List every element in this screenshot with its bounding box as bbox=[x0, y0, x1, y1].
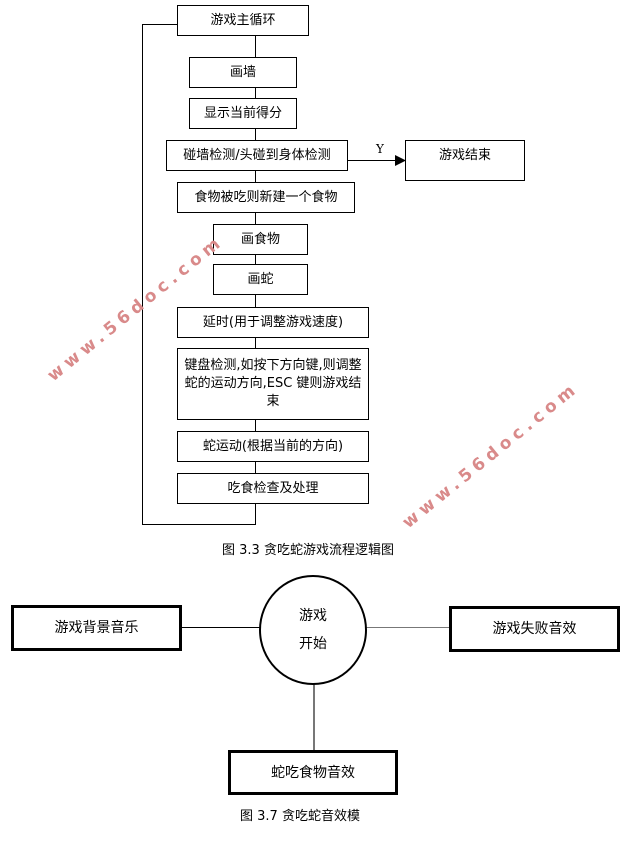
circle-text-line2: 开始 bbox=[299, 636, 327, 652]
watermark-right: www.56doc.com bbox=[398, 378, 584, 533]
box-eat-sound: 蛇吃食物音效 bbox=[228, 750, 398, 795]
node-game-over: 游戏结束 bbox=[405, 140, 525, 181]
loop-back-horizontal-bottom bbox=[142, 524, 256, 525]
box-background-music: 游戏背景音乐 bbox=[11, 605, 182, 651]
connector-left bbox=[181, 627, 261, 628]
node-collision-check: 碰墙检测/头碰到身体检测 bbox=[166, 140, 348, 171]
box-fail-sound: 游戏失败音效 bbox=[449, 606, 620, 652]
figure2-caption: 图 3.7 贪吃蛇音效模 bbox=[240, 809, 360, 824]
node-keyboard-check: 键盘检测,如按下方向键,则调整蛇的运动方向,ESC 键则游戏结束 bbox=[177, 348, 369, 420]
node-main-loop: 游戏主循环 bbox=[177, 5, 309, 36]
figure1-caption: 图 3.3 贪吃蛇游戏流程逻辑图 bbox=[222, 543, 394, 558]
node-snake-move: 蛇运动(根据当前的方向) bbox=[177, 431, 369, 462]
arrow-head-icon bbox=[395, 155, 406, 166]
loop-back-horizontal-top bbox=[142, 24, 178, 25]
circle-game-start: 游戏 开始 bbox=[259, 575, 367, 685]
connector-bottom bbox=[313, 680, 315, 752]
node-draw-food: 画食物 bbox=[213, 224, 308, 255]
node-new-food: 食物被吃则新建一个食物 bbox=[177, 182, 355, 213]
branch-label-yes: Y bbox=[376, 142, 384, 156]
node-show-score: 显示当前得分 bbox=[189, 98, 297, 129]
circle-text-line1: 游戏 bbox=[299, 608, 327, 624]
node-draw-wall: 画墙 bbox=[189, 57, 297, 88]
node-draw-snake: 画蛇 bbox=[213, 264, 308, 295]
branch-line bbox=[348, 160, 398, 161]
node-eat-check: 吃食检查及处理 bbox=[177, 473, 369, 504]
node-delay: 延时(用于调整游戏速度) bbox=[177, 307, 369, 338]
loop-back-vertical bbox=[142, 24, 143, 524]
connector-right bbox=[366, 627, 450, 628]
